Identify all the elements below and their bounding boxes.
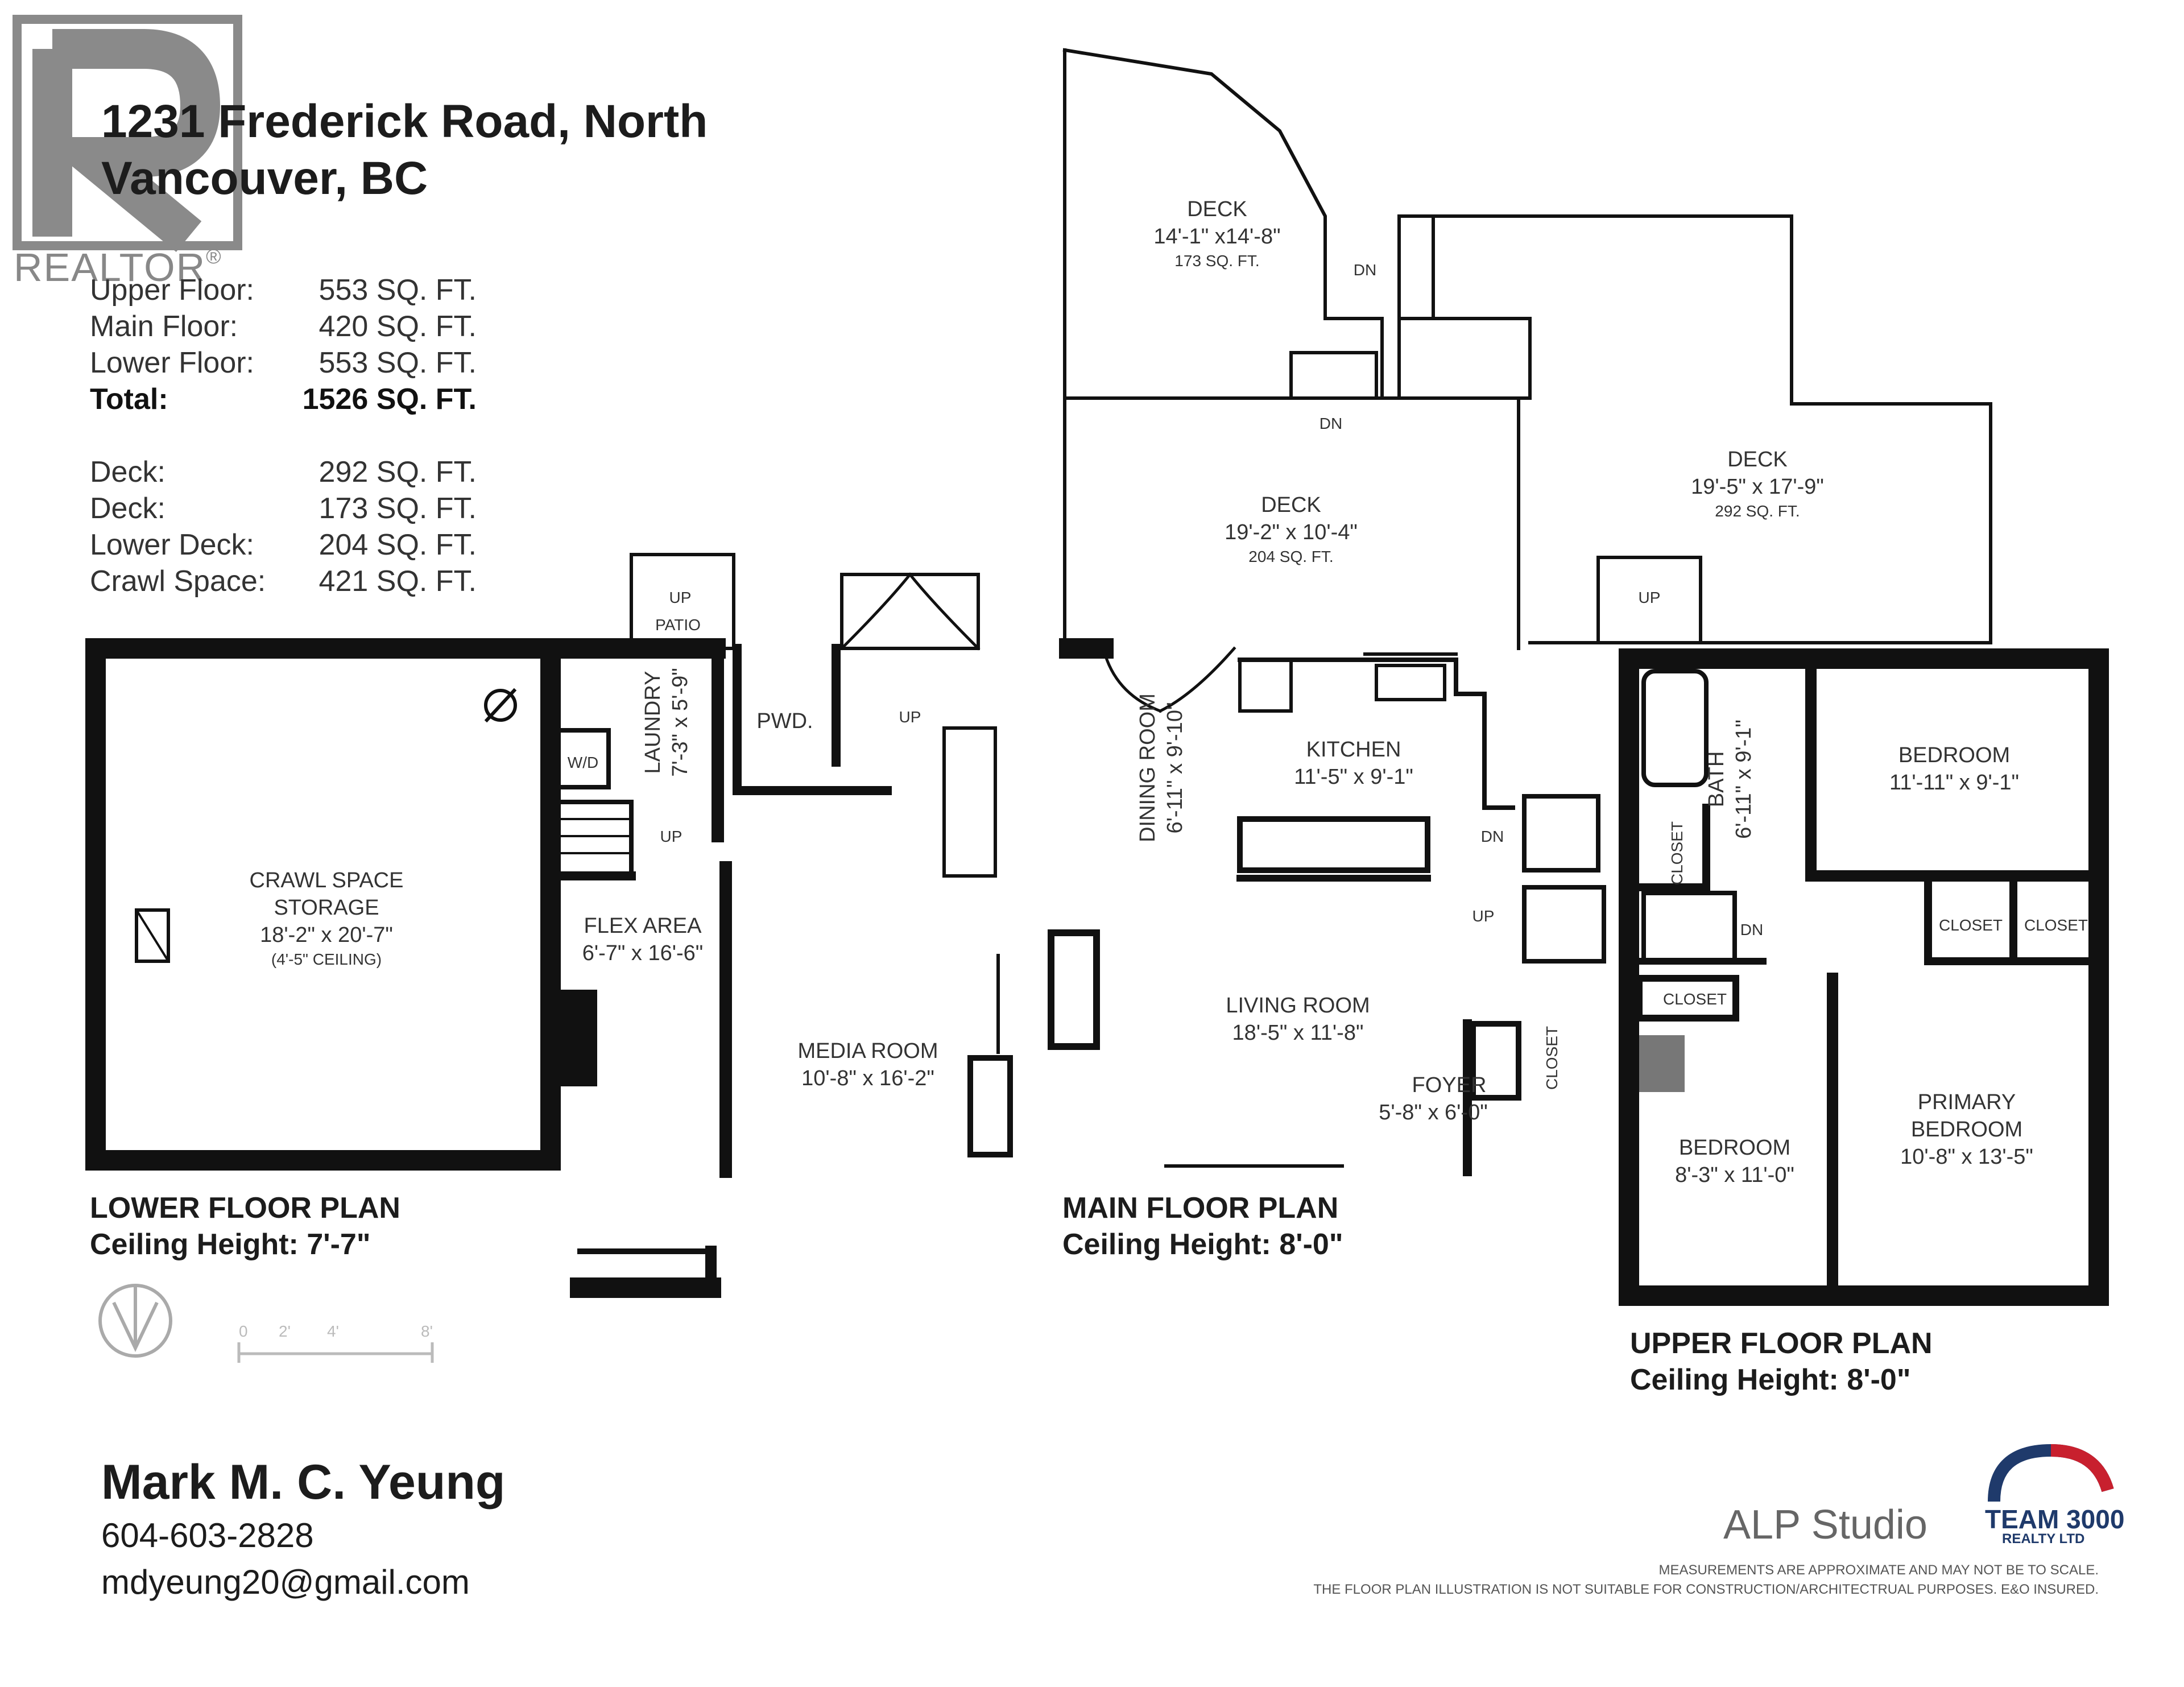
closet-label: CLOSET — [1939, 916, 2003, 934]
room-bedroom-ne-dims: 11'-11" x 9'-1" — [1889, 771, 2019, 795]
room-bath-dims: 6'-11" x 9'-1" — [1732, 720, 1756, 839]
room-crawl-note: (4'-5" CEILING) — [271, 950, 382, 968]
room-living-name: LIVING ROOM — [1226, 994, 1370, 1018]
room-flex-dims: 6'-7" x 16'-6" — [582, 941, 704, 965]
scale-tick-label: 0 — [239, 1322, 248, 1340]
lower-floor-walls — [85, 553, 1013, 1298]
main-plan-ceiling: Ceiling Height: 8'-0" — [1062, 1228, 1343, 1261]
room-kitchen-name: KITCHEN — [1306, 738, 1401, 762]
stair-dn-label: DN — [1740, 921, 1763, 938]
stair-dn-label: DN — [1481, 828, 1504, 845]
stair-up-label: UP — [660, 828, 682, 845]
area-row-total: Total:1526 SQ. FT. — [90, 383, 477, 416]
room-laundry-dims: 7'-3" x 5'-9" — [668, 668, 692, 776]
agent-name: Mark M. C. Yeung — [101, 1455, 506, 1510]
room-crawl-name2: STORAGE — [274, 896, 379, 920]
stair-up-label: UP — [899, 708, 921, 726]
room-bedroom-sw-name: BEDROOM — [1679, 1136, 1790, 1160]
deck-left-name: DECK — [1261, 493, 1321, 517]
area-summary-table: Upper Floor:553 SQ. FT. Main Floor:420 S… — [90, 272, 477, 598]
room-flex-name: FLEX AREA — [584, 914, 702, 938]
area-row: Deck:292 SQ. FT. — [90, 456, 477, 489]
upper-plan-title: UPPER FLOOR PLAN — [1630, 1327, 1933, 1360]
room-bedroom-ne-name: BEDROOM — [1898, 743, 2010, 767]
deck-right-name: DECK — [1727, 448, 1788, 472]
upper-floor-walls — [1619, 648, 2109, 1306]
closet-label: CLOSET — [2024, 916, 2088, 934]
deck-top-area: 173 SQ. FT. — [1174, 252, 1259, 270]
main-plan-title: MAIN FLOOR PLAN — [1062, 1192, 1339, 1225]
team-logo-line1: TEAM 3000 — [1985, 1504, 2125, 1534]
area-row: Upper Floor:553 SQ. FT. — [90, 274, 477, 307]
stair-up-label: UP — [669, 589, 692, 606]
room-crawl-name1: CRAWL SPACE — [250, 869, 404, 892]
closet-label: CLOSET — [1668, 821, 1686, 885]
room-bedroom-sw-dims: 8'-3" x 11'-0" — [1675, 1163, 1794, 1187]
deck-right-dims: 19'-5" x 17'-9" — [1691, 475, 1824, 499]
room-media-dims: 10'-8" x 16'-2" — [801, 1066, 934, 1090]
room-foyer-name: FOYER — [1412, 1073, 1487, 1097]
room-dining-name: DINING ROOM — [1136, 693, 1160, 842]
room-dining-dims: 6'-11" x 9'-10" — [1163, 702, 1187, 834]
room-foyer-dims: 5'-8" x 6'-0" — [1379, 1101, 1487, 1124]
realtor-logo — [13, 15, 242, 253]
address-line-1: 1231 Frederick Road, North — [101, 96, 708, 147]
room-media-name: MEDIA ROOM — [797, 1039, 938, 1063]
studio-name: ALP Studio — [1723, 1502, 1927, 1548]
room-laundry-name: LAUNDRY — [641, 671, 665, 774]
area-row: Main Floor:420 SQ. FT. — [90, 310, 477, 343]
closet-label: CLOSET — [1663, 990, 1727, 1008]
deck-left-dims: 19'-2" x 10'-4" — [1225, 520, 1358, 544]
lower-plan-title: LOWER FLOOR PLAN — [90, 1192, 400, 1225]
area-row: Crawl Space:421 SQ. FT. — [90, 565, 477, 598]
disclaimer-line: THE FLOOR PLAN ILLUSTRATION IS NOT SUITA… — [1313, 1582, 2099, 1597]
team-logo-line2: REALTY LTD — [2002, 1531, 2085, 1547]
address-line-2: Vancouver, BC — [101, 152, 428, 204]
deck-top-dims: 14'-1" x14'-8" — [1153, 225, 1280, 249]
deck-left-area: 204 SQ. FT. — [1248, 548, 1333, 565]
stair-dn-label: DN — [1354, 261, 1376, 279]
stair-up-label: UP — [1639, 589, 1661, 606]
room-living-dims: 18'-5" x 11'-8" — [1232, 1021, 1364, 1045]
scale-bar — [237, 1342, 434, 1363]
agent-phone[interactable]: 604-603-2828 — [101, 1516, 314, 1554]
room-primary-name1: PRIMARY — [1918, 1090, 2016, 1114]
main-floor-walls — [1048, 638, 1606, 1176]
room-pwd-label: PWD. — [756, 709, 813, 733]
agent-email[interactable]: mdyeung20@gmail.com — [101, 1563, 470, 1601]
stair-up-label: UP — [1472, 907, 1495, 925]
disclaimer-line: MEASUREMENTS ARE APPROXIMATE AND MAY NOT… — [1658, 1562, 2099, 1578]
disclaimer: MEASUREMENTS ARE APPROXIMATE AND MAY NOT… — [1024, 1561, 2099, 1599]
realtor-logo-text: REALTOR® — [14, 245, 222, 290]
room-bath-name: BATH — [1705, 751, 1728, 808]
lower-plan-ceiling: Ceiling Height: 7'-7" — [90, 1228, 371, 1261]
area-row: Lower Floor:553 SQ. FT. — [90, 346, 477, 379]
room-primary-name2: BEDROOM — [1911, 1118, 2022, 1142]
scale-tick-label: 8' — [421, 1322, 433, 1340]
decks-outline — [1062, 48, 1992, 650]
room-patio-label: PATIO — [655, 616, 701, 634]
room-crawl-dims: 18'-2" x 20'-7" — [260, 923, 393, 947]
compass-icon — [98, 1284, 172, 1358]
area-row: Lower Deck:204 SQ. FT. — [90, 528, 477, 561]
area-row: Deck:173 SQ. FT. — [90, 492, 477, 525]
deck-right-area: 292 SQ. FT. — [1715, 502, 1800, 520]
deck-top-name: DECK — [1187, 197, 1247, 221]
team-3000-logo — [1988, 1444, 2114, 1502]
room-wd-label: W/D — [568, 754, 598, 771]
scale-tick-label: 2' — [279, 1322, 291, 1340]
upper-plan-ceiling: Ceiling Height: 8'-0" — [1630, 1363, 1911, 1396]
room-primary-dims: 10'-8" x 13'-5" — [1900, 1145, 2033, 1169]
closet-label: CLOSET — [1543, 1026, 1561, 1090]
stair-dn-label: DN — [1320, 415, 1342, 432]
scale-tick-label: 4' — [327, 1322, 339, 1340]
room-kitchen-dims: 11'-5" x 9'-1" — [1294, 765, 1413, 789]
